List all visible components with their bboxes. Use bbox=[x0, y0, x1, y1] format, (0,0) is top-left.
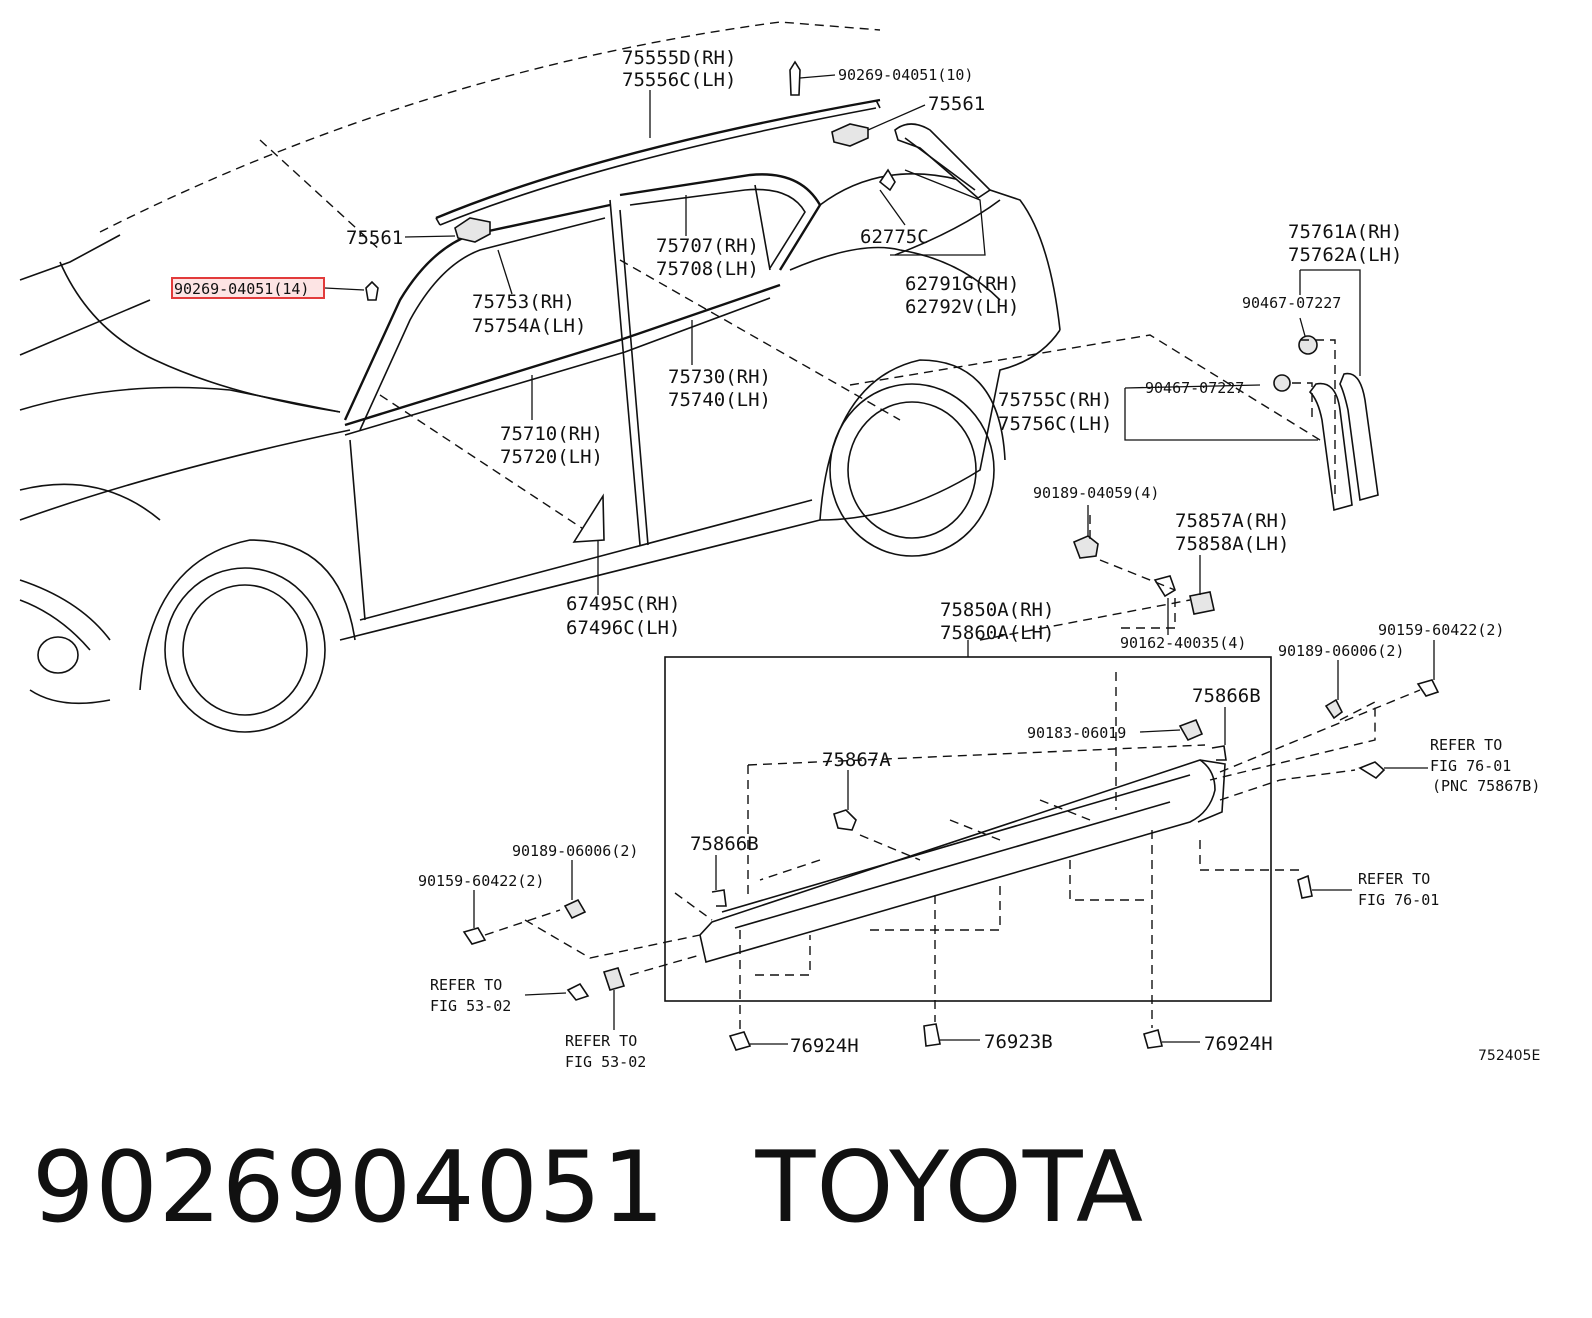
highlighted-part-box bbox=[171, 277, 325, 299]
callout-90162: 90162-40035(4) bbox=[1120, 634, 1246, 652]
screw-90269-front bbox=[365, 280, 379, 301]
refer-5302-a-line1: REFER TO bbox=[430, 976, 502, 994]
arch-moulding bbox=[1308, 372, 1379, 512]
roof-clip-front bbox=[454, 217, 491, 243]
spoiler-clip bbox=[878, 168, 896, 192]
callout-75867a: 75867A bbox=[822, 749, 891, 771]
callout-76924h-left: 76924H bbox=[790, 1035, 859, 1057]
part-number: 9026904051 bbox=[32, 1131, 666, 1245]
clip-75867a bbox=[833, 809, 857, 831]
callout-67495c: 67495C(RH) bbox=[566, 593, 680, 615]
clip-refer-5302-b bbox=[602, 967, 626, 991]
callout-75707: 75707(RH) bbox=[656, 235, 759, 257]
bolt-90159-right bbox=[1416, 679, 1440, 697]
callout-75850a: 75850A(RH) bbox=[940, 599, 1054, 621]
callout-75561-front: 75561 bbox=[346, 227, 403, 249]
figure-id: 752405E bbox=[1478, 1048, 1540, 1064]
callout-90467-top: 90467-07227 bbox=[1242, 294, 1341, 312]
callout-75753: 75753(RH) bbox=[472, 291, 575, 313]
callout-90189-04059: 90189-04059(4) bbox=[1033, 484, 1159, 502]
callout-76923b: 76923B bbox=[984, 1031, 1053, 1053]
refer-5302-a-line2: FIG 53-02 bbox=[430, 997, 511, 1015]
refer-7601-a-line1: REFER TO bbox=[1430, 736, 1502, 754]
callout-75858a: 75858A(LH) bbox=[1175, 533, 1289, 555]
nut-76924h-left bbox=[728, 1031, 752, 1051]
callout-90159-left: 90159-60422(2) bbox=[418, 872, 544, 890]
clip-90189-04059 bbox=[1072, 535, 1099, 559]
leader-lines bbox=[324, 74, 1435, 1045]
roof-clip-rear bbox=[831, 123, 869, 147]
callout-75720: 75720(LH) bbox=[500, 446, 603, 468]
rear-spoiler bbox=[894, 123, 992, 200]
callout-75555d: 75555D(RH) bbox=[622, 47, 736, 69]
callout-90467-mid: 90467-07227 bbox=[1145, 379, 1244, 397]
callout-75866b-right: 75866B bbox=[1192, 685, 1261, 707]
callout-90189-06006-left: 90189-06006(2) bbox=[512, 842, 638, 860]
callout-75556c: 75556C(LH) bbox=[622, 69, 736, 91]
refer-7601-a-line3: (PNC 75867B) bbox=[1432, 777, 1540, 795]
callout-67496c: 67496C(LH) bbox=[566, 617, 680, 639]
skirt-guide-lines bbox=[484, 339, 1421, 1030]
parts-diagram: 75555D(RH) 75556C(LH) 90269-04051(10) 75… bbox=[19, 21, 1540, 1071]
refer-5302-b-line2: FIG 53-02 bbox=[565, 1053, 646, 1071]
refer-5302-b-line1: REFER TO bbox=[565, 1032, 637, 1050]
callout-75561-rear: 75561 bbox=[928, 93, 985, 115]
screw-90269-top bbox=[789, 60, 801, 96]
screw-90162 bbox=[1153, 575, 1176, 598]
clip-90189-06006-right bbox=[1324, 698, 1344, 720]
clip-refer-5302-a bbox=[566, 982, 590, 1001]
callout-90269-14[interactable]: 90269-04051(14) bbox=[174, 280, 309, 298]
callout-90183: 90183-06019 bbox=[1027, 724, 1126, 742]
clip-75866b-left bbox=[711, 889, 727, 907]
callout-75730: 75730(RH) bbox=[668, 366, 771, 388]
callout-75860a: 75860A(LH) bbox=[940, 622, 1054, 644]
clip-90189-06006-left bbox=[563, 898, 587, 920]
callout-75756c: 75756C(LH) bbox=[998, 413, 1112, 435]
side-skirt-frame bbox=[664, 656, 1272, 1002]
side-skirt bbox=[699, 759, 1226, 964]
callout-75710: 75710(RH) bbox=[500, 423, 603, 445]
callout-90269-10: 90269-04051(10) bbox=[838, 66, 973, 84]
callout-75762a: 75762A(LH) bbox=[1288, 244, 1402, 266]
footer: 9026904051 TOYOTA bbox=[32, 1128, 1144, 1248]
callout-90189-06006-right: 90189-06006(2) bbox=[1278, 642, 1404, 660]
callout-62791g: 62791G(RH) bbox=[905, 273, 1019, 295]
callout-75761a: 75761A(RH) bbox=[1288, 221, 1402, 243]
bolt-90159-left bbox=[462, 927, 487, 945]
callout-62775c: 62775C bbox=[860, 226, 929, 248]
refer-7601-b-line1: REFER TO bbox=[1358, 870, 1430, 888]
clip-75857a bbox=[1189, 591, 1215, 615]
nut-76923b bbox=[923, 1023, 941, 1047]
callout-75708: 75708(LH) bbox=[656, 258, 759, 280]
callout-75754a: 75754A(LH) bbox=[472, 315, 586, 337]
callout-90159-right: 90159-60422(2) bbox=[1378, 621, 1504, 639]
quarter-trim bbox=[572, 493, 605, 543]
callout-62792v: 62792V(LH) bbox=[905, 296, 1019, 318]
car-body-outline bbox=[19, 21, 1321, 733]
nut-76924h-right bbox=[1143, 1029, 1163, 1049]
callout-75866b-left: 75866B bbox=[690, 833, 759, 855]
refer-7601-b-line2: FIG 76-01 bbox=[1358, 891, 1439, 909]
clip-90183 bbox=[1178, 718, 1204, 742]
roof-rail bbox=[435, 98, 881, 226]
callout-75857a: 75857A(RH) bbox=[1175, 510, 1289, 532]
brand-name: TOYOTA bbox=[755, 1131, 1145, 1245]
clip-refer-7601-b bbox=[1297, 874, 1313, 899]
refer-7601-a-line2: FIG 76-01 bbox=[1430, 757, 1511, 775]
callout-75740: 75740(LH) bbox=[668, 389, 771, 411]
clip-75866b-right bbox=[1211, 745, 1227, 761]
callout-76924h-right: 76924H bbox=[1204, 1033, 1273, 1055]
callout-75755c: 75755C(RH) bbox=[998, 389, 1112, 411]
clip-refer-7601-a bbox=[1358, 761, 1386, 780]
